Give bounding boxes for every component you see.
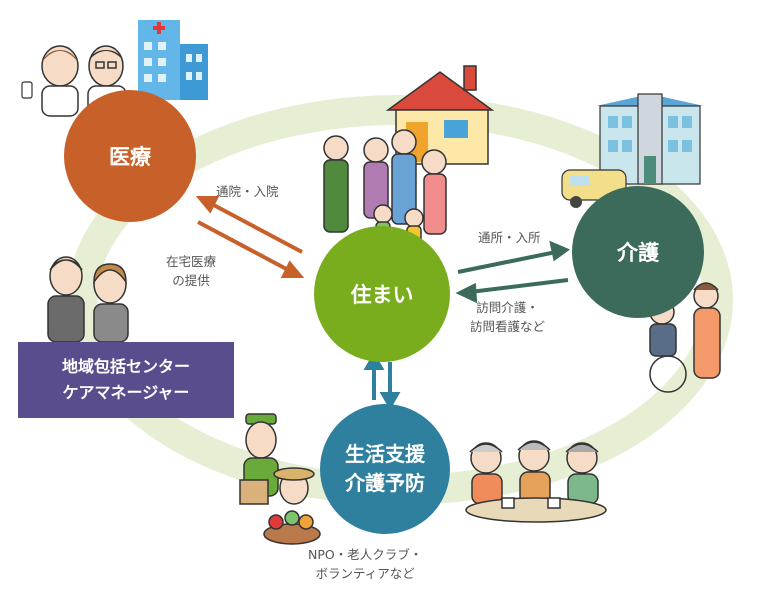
home-medical-line1: 在宅医療 (166, 254, 217, 269)
volunteer-worker-icon (239, 413, 321, 545)
support-node: 生活支援 介護予防 (320, 404, 450, 534)
visit-admission-text: 通院・入院 (216, 184, 279, 199)
family-icon (323, 129, 447, 249)
home-node: 住まい (314, 226, 450, 362)
npo-label: NPO・老人クラブ・ ボランティアなど (308, 545, 422, 584)
support-label-line1: 生活支援 (345, 442, 425, 466)
center-box-line1: 地域包括センター (61, 357, 190, 377)
doctor-nurse-icon (21, 45, 127, 119)
medical-label: 医療 (109, 145, 151, 169)
npo-line1: NPO・老人クラブ・ (308, 547, 423, 562)
care-node: 介護 (572, 186, 704, 318)
medical-node: 医療 (64, 90, 196, 222)
visit-care-label: 訪問介護・ 訪問看護など (470, 298, 545, 337)
arrow-home-care (455, 240, 571, 304)
visit-admission-label: 通院・入院 (216, 182, 279, 201)
home-label: 住まい (350, 283, 414, 307)
home-medical-label: 在宅医療 の提供 (166, 252, 216, 291)
arrow-home-support (363, 352, 401, 410)
elderly-tea-group-icon (465, 440, 607, 523)
hospital-icon (138, 20, 208, 100)
daycare-label: 通所・入所 (478, 228, 541, 247)
care-facility-icon (596, 93, 704, 185)
center-box-line2: ケアマネージャー (62, 383, 190, 402)
care-label: 介護 (617, 241, 659, 265)
arrow-medical-home (195, 196, 305, 278)
staff-people-icon (47, 256, 129, 343)
visit-care-line1: 訪問介護・ (476, 300, 539, 315)
support-label-line2: 介護予防 (345, 471, 425, 495)
home-medical-line2: の提供 (172, 273, 210, 289)
daycare-text: 通所・入所 (478, 230, 541, 245)
community-center-box: 地域包括センター ケアマネージャー (18, 342, 234, 418)
npo-line2: ボランティアなど (315, 566, 415, 582)
visit-care-line2: 訪問看護など (470, 319, 546, 335)
